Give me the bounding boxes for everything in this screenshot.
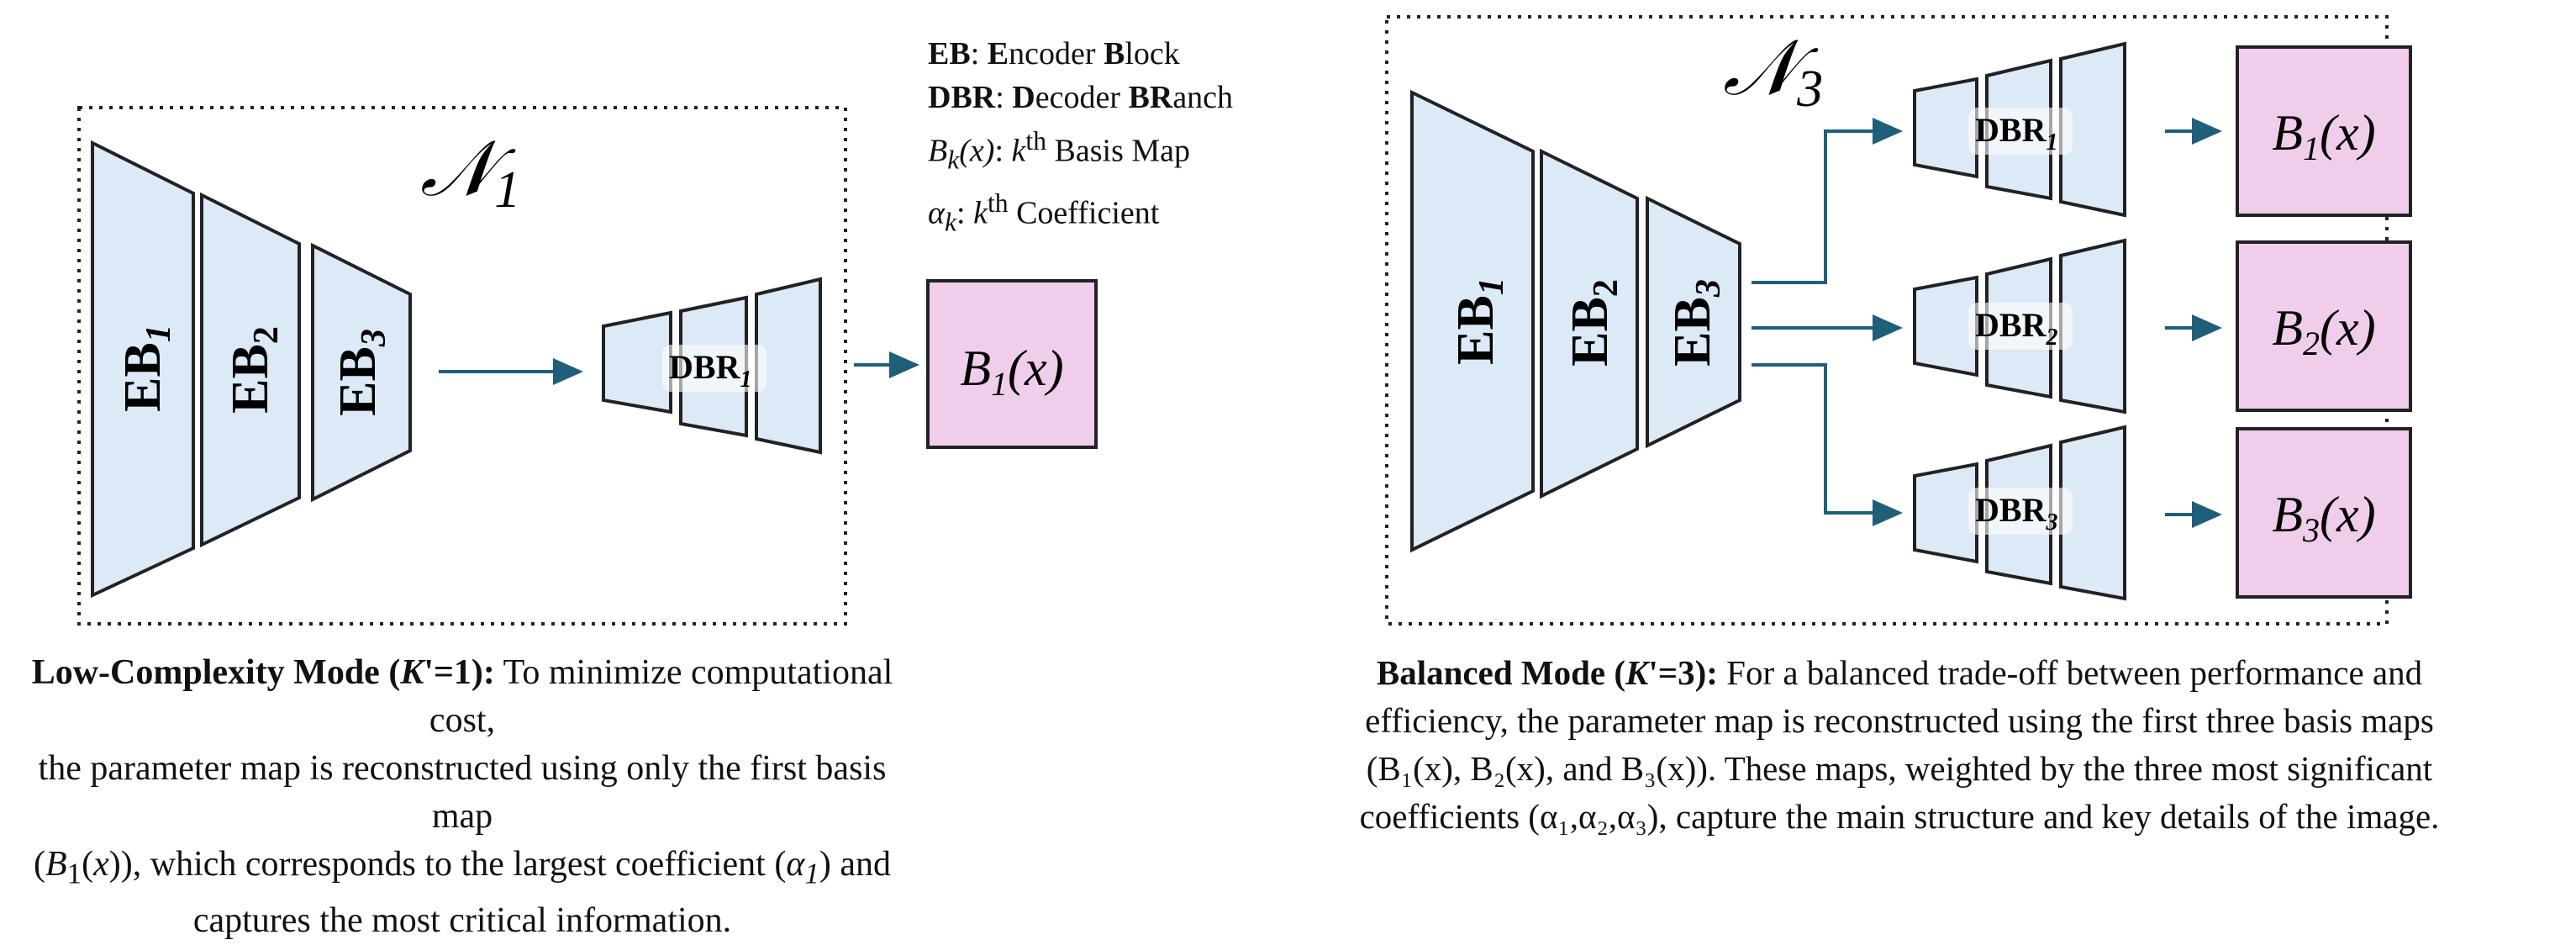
svg-text:EB1: EB1 [114,325,178,412]
right-encoder-block-2: EB2 [1540,148,1639,499]
left-network-frame [77,106,847,626]
right-caption-line-3: (B₁(x), B₂(x), and B₃(x)). These maps, w… [1366,749,2433,788]
svg-text:EB2: EB2 [1562,279,1625,367]
svg-text:EB1: EB1 [1447,277,1511,365]
left-network-label: 𝒩1 [420,126,520,219]
right-caption: Balanced Mode (K'=3): For a balanced tra… [1227,649,2572,841]
svg-text:EB2: EB2 [222,326,286,414]
left-caption-line-4: captures the most critical information. [192,901,732,941]
left-caption-line-2: the parameter map is reconstructed using… [38,749,887,836]
right-caption-line-1: Balanced Mode (K'=3): For a balanced tra… [1376,653,2423,692]
svg-text:B3(x): B3(x) [2272,487,2375,549]
right-arrow-to-branch-3 [1752,363,1903,526]
left-encoder-block-2: EB2 [200,192,301,548]
svg-text:EB3: EB3 [1664,279,1728,367]
left-encoder-block-1: EB1 [91,140,195,599]
left-caption-line-1: Low-Complexity Mode (K'=1): To minimize … [31,653,893,740]
svg-text:DBR2: DBR2 [1975,306,2057,351]
right-output-basis-map-2: B2(x) [2236,240,2412,412]
legend-eb: EB: Encoder Block [928,36,1180,71]
right-decoder-branch-3: DBR3 [1913,425,2126,601]
right-encoder-block-3: EB3 [1646,195,1741,449]
svg-text:B1(x): B1(x) [2272,105,2375,167]
right-decoder-branch-1: DBR1 [1913,41,2126,218]
svg-text:DBR3: DBR3 [1975,491,2057,536]
right-caption-line-4: coefficients (α₁,α₂,α₃), capture the mai… [1359,797,2440,836]
right-arrow-to-branch-1 [1752,118,1903,284]
right-network-label: 𝒩3 [1723,25,1823,118]
svg-text:DBR1: DBR1 [669,348,751,393]
legend-basis: Bk(x): kth Basis Map [928,126,1191,175]
diagram-canvas: 𝒩1 EB1 EB2 EB3 DBR1 B1(x) [77,15,2412,626]
left-decoder-branch-1: DBR1 [602,277,822,455]
right-decoder-branch-2: DBR2 [1913,238,2126,414]
left-output-basis-map-1: B1(x) [926,279,1098,449]
right-encoder-block-1: EB1 [1410,89,1535,553]
left-caption: Low-Complexity Mode (K'=1): To minimize … [17,649,908,945]
legend-coefficient: αk: kth Coefficient [928,188,1160,237]
svg-text:B2(x): B2(x) [2272,300,2375,362]
legend: EB: Encoder Block DBR: Decoder BRanch Bk… [928,32,1233,245]
svg-text:EB3: EB3 [329,329,393,416]
right-output-basis-map-1: B1(x) [2236,45,2412,217]
left-encoder-block-3: EB3 [311,242,412,503]
left-caption-line-3: (B1(x)), which corresponds to the larges… [33,845,891,890]
right-output-basis-map-3: B3(x) [2236,427,2412,599]
svg-text:DBR1: DBR1 [1975,111,2057,156]
svg-text:B1(x): B1(x) [960,341,1063,403]
legend-dbr: DBR: Decoder BRanch [928,80,1234,115]
right-caption-line-2: efficiency, the parameter map is reconst… [1365,701,2434,740]
